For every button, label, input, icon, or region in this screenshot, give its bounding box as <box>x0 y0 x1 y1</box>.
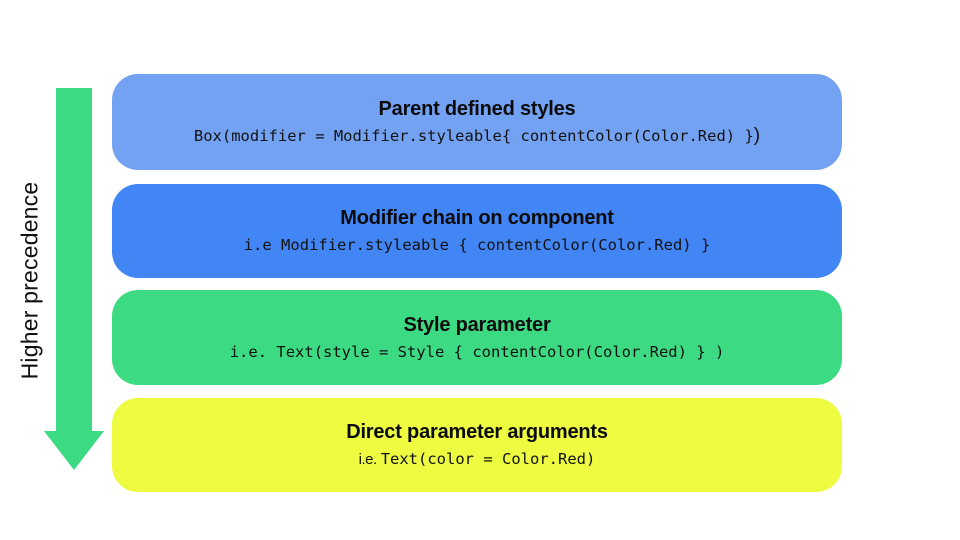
box-code-line: i.e Modifier.styleable { contentColor(Co… <box>244 234 711 256</box>
box-title: Modifier chain on component <box>340 207 614 229</box>
down-arrow-shape <box>44 88 104 470</box>
box-code-line: i.e.Text(color = Color.Red) <box>359 448 596 471</box>
box-title: Direct parameter arguments <box>346 420 608 443</box>
code-suffix: ) <box>753 125 761 146</box>
code-text: i.e Modifier.styleable { contentColor(Co… <box>243 236 711 254</box>
code-text: Text(color = Color.Red) <box>380 449 596 468</box>
box-style-parameter: Style parameter i.e. Text(style = Style … <box>112 290 842 385</box>
higher-precedence-label: Higher precedence <box>16 181 43 380</box>
box-code-line: i.e. Text(style = Style { contentColor(C… <box>230 341 725 363</box>
box-title: Parent defined styles <box>378 98 576 120</box>
box-parent-defined-styles: Parent defined styles Box(modifier = Mod… <box>112 74 842 170</box>
code-text: Box(modifier = Modifier.styleable{ conte… <box>193 127 754 145</box>
code-prefix: i.e. <box>358 450 378 468</box>
code-text: i.e. Text(style = Style { contentColor(C… <box>229 342 725 361</box>
box-direct-parameter-arguments: Direct parameter arguments i.e.Text(colo… <box>112 398 842 492</box>
box-modifier-chain: Modifier chain on component i.e Modifier… <box>112 184 842 278</box>
box-code-line: Box(modifier = Modifier.styleable{ conte… <box>194 125 760 147</box>
box-title: Style parameter <box>403 313 551 336</box>
